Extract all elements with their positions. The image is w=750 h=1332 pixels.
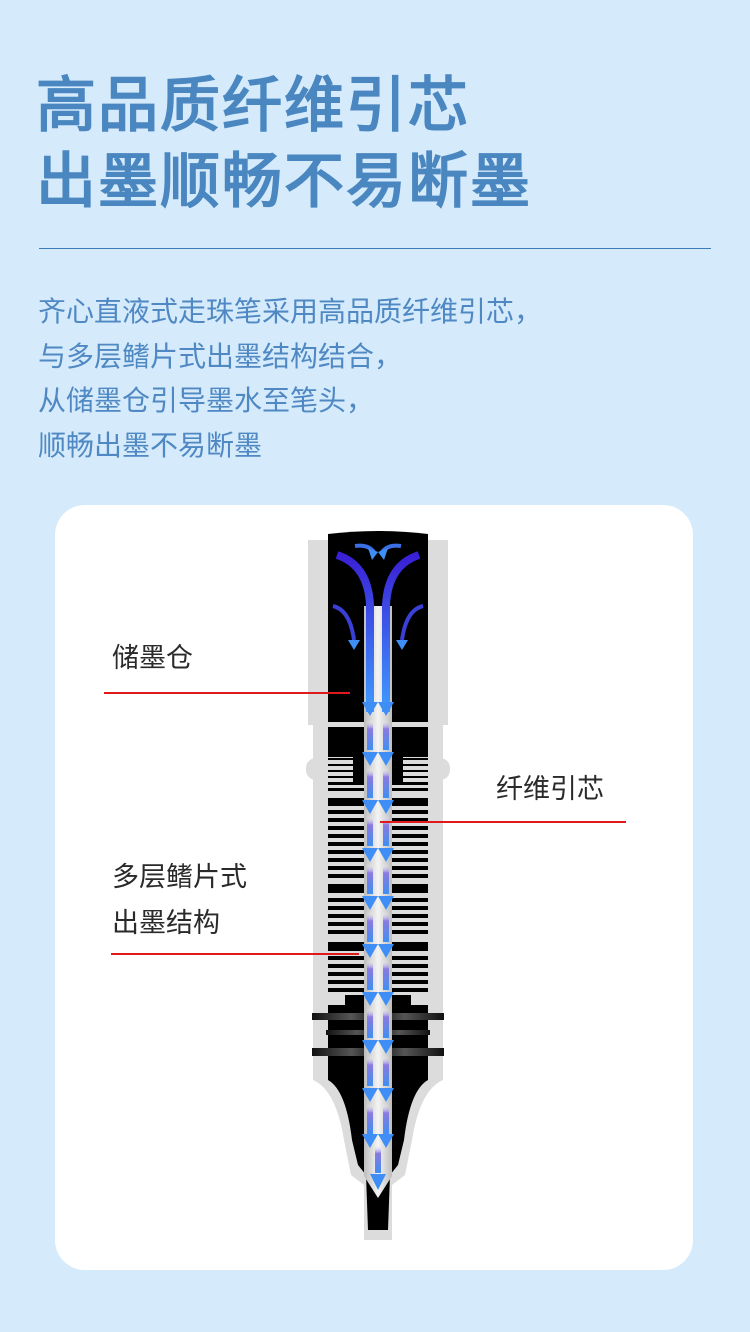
description-line-3: 从储墨仓引导墨水至笔头， (38, 384, 375, 417)
leader-fiber-core (380, 821, 626, 823)
ink-flow-arrows-down (362, 702, 394, 1190)
label-fiber-core: 纤维引芯 (496, 774, 604, 805)
page-title: 高品质纤维引芯 出墨顺畅不易断墨 (36, 68, 532, 220)
leader-fin-structure (111, 953, 359, 955)
title-line-1: 高品质纤维引芯 (36, 71, 470, 141)
divider (39, 248, 711, 249)
arrowheads-top (348, 548, 408, 650)
ink-flow-arrows-top (332, 543, 424, 712)
description: 齐心直液式走珠笔采用高品质纤维引芯， 与多层鳍片式出墨结构结合， 从储墨仓引导墨… (38, 290, 542, 468)
label-fin-structure-line-2: 出墨结构 (112, 908, 220, 939)
description-line-4: 顺畅出墨不易断墨 (38, 428, 263, 462)
title-line-2: 出墨顺畅不易断墨 (36, 147, 532, 217)
description-line-1: 齐心直液式走珠笔采用高品质纤维引芯， (38, 295, 543, 328)
label-ink-reservoir: 储墨仓 (112, 643, 193, 674)
leader-ink-reservoir (104, 692, 350, 694)
description-line-2: 与多层鳍片式出墨结构结合， (38, 339, 403, 373)
label-fin-structure-line-1: 多层鳍片式 (112, 862, 247, 893)
